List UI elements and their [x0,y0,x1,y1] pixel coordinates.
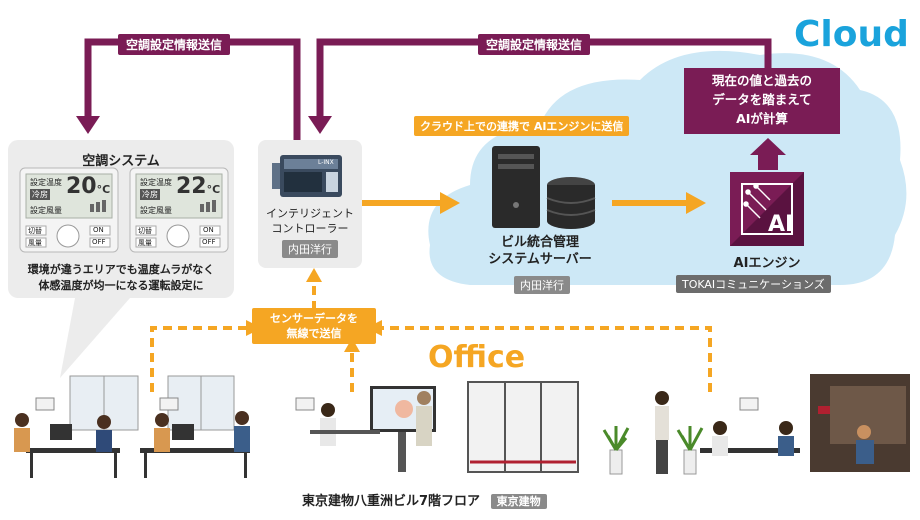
aircon-system-title: 空調システム [82,154,160,169]
remote2-label-fan: 設定風量 [140,206,172,215]
remote1-label-mode: 冷房 [30,189,50,200]
floor-caption: 東京建物八重洲ビル7階フロア 東京建物 [302,490,547,509]
remote2-on: ON [203,226,214,234]
settings-arrow-right-head [308,116,332,134]
ai-calc-line1: 現在の値と過去の [711,73,812,88]
sensor-arrow-controller-head [306,268,322,282]
remote1-btn2: 風量 [28,239,42,247]
remote1-on: ON [93,226,104,234]
server-label: ビル統合管理 システムサーバー [470,234,610,268]
remote2-btn1: 切替 [138,227,152,235]
cloud-link-label: クラウド上での連携で AIエンジンに送信 [414,116,630,136]
settings-arrow-left [84,38,301,140]
floor-owner: 東京建物 [490,494,547,509]
remote1-temp: 20°C [66,174,110,199]
ai-up-arrow [750,138,786,170]
ai-calc-line2: データを踏まえて [712,92,812,107]
remote2-label-temp: 設定温度 [140,178,172,187]
office-scene [14,374,910,478]
aircon-desc-line1: 環境が違うエリアでも温度ムラがなく [27,263,215,276]
ai-chip-icon [730,172,804,246]
remote2-off: OFF [202,238,216,246]
remote2-temp: 22°C [176,174,220,199]
ai-engine-title: AIエンジン [733,256,801,271]
server-line2: システムサーバー [488,252,592,267]
remote1-label-temp: 設定温度 [30,178,62,187]
controller-to-server-arrow [362,192,460,214]
settings-arrow-left-head [76,116,100,134]
floor-label: 東京建物八重洲ビル7階フロア [302,494,481,509]
server-vendor: 内田洋行 [514,276,570,294]
ai-calc-box: 現在の値と過去の データを踏まえて AIが計算 [684,68,840,134]
remote1-temp-unit: °C [96,183,111,196]
remote1-btn1: 切替 [28,227,42,235]
ai-engine-vendor: TOKAIコミュニケーションズ [676,275,831,293]
aircon-description: 環境が違うエリアでも温度ムラがなく 体感温度が均一になる運転設定に [8,262,234,294]
controller-device-label: L-INX [318,159,334,166]
remote2-temp-value: 22 [176,174,207,199]
controller-label: インテリジェント コントローラー [258,206,362,236]
sensor-line1: センサーデータを [270,312,358,325]
remote1-temp-value: 20 [66,174,97,199]
office-title: Office [428,340,526,375]
controller-vendor: 内田洋行 [282,240,338,258]
ai-chip-text: AI [768,212,794,237]
sensor-label: センサーデータを 無線で送信 [252,308,376,344]
server-to-ai-arrow [612,192,706,214]
aircon-desc-line2: 体感温度が均一になる運転設定に [38,279,204,292]
server-icon [492,146,596,229]
controller-line1: インテリジェント [266,207,354,220]
remote2-temp-unit: °C [206,183,221,196]
controller-device-icon [272,155,342,197]
sensor-line2: 無線で送信 [286,327,342,340]
server-line1: ビル統合管理 [500,235,579,250]
remote1-off: OFF [92,238,106,246]
remote2-btn2: 風量 [138,239,152,247]
settings-label-right: 空調設定情報送信 [478,34,591,55]
remote1-label-fan: 設定風量 [30,206,62,215]
sensor-arrow-up-head [344,338,360,352]
remote2-label-mode: 冷房 [140,189,160,200]
cloud-title: Cloud [794,14,909,55]
settings-label-left: 空調設定情報送信 [118,34,231,55]
sensor-dashed-lines [150,280,712,392]
controller-line2: コントローラー [271,222,349,235]
ai-calc-line3: AIが計算 [736,111,788,126]
